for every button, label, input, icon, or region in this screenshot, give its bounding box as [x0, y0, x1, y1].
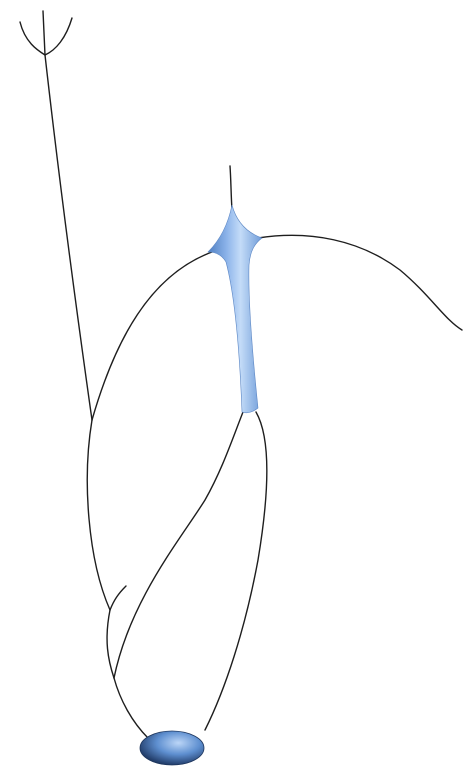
small-fork-a — [110, 586, 126, 610]
blue-tube-surface — [208, 205, 262, 413]
left-trunk — [45, 55, 92, 420]
right-descending-curve — [205, 412, 267, 730]
fork-branch-left — [20, 22, 45, 55]
fork-stem — [43, 11, 45, 55]
left-lobe — [87, 420, 110, 610]
lower-stem-left — [114, 678, 148, 738]
right-arc — [258, 235, 462, 330]
top-spike — [230, 166, 232, 210]
small-fork-b — [107, 610, 114, 678]
fork-branch-right — [45, 18, 72, 55]
upper-left-arc — [92, 252, 212, 420]
blue-cell-body — [140, 731, 204, 765]
inner-rising-curve — [114, 412, 243, 678]
